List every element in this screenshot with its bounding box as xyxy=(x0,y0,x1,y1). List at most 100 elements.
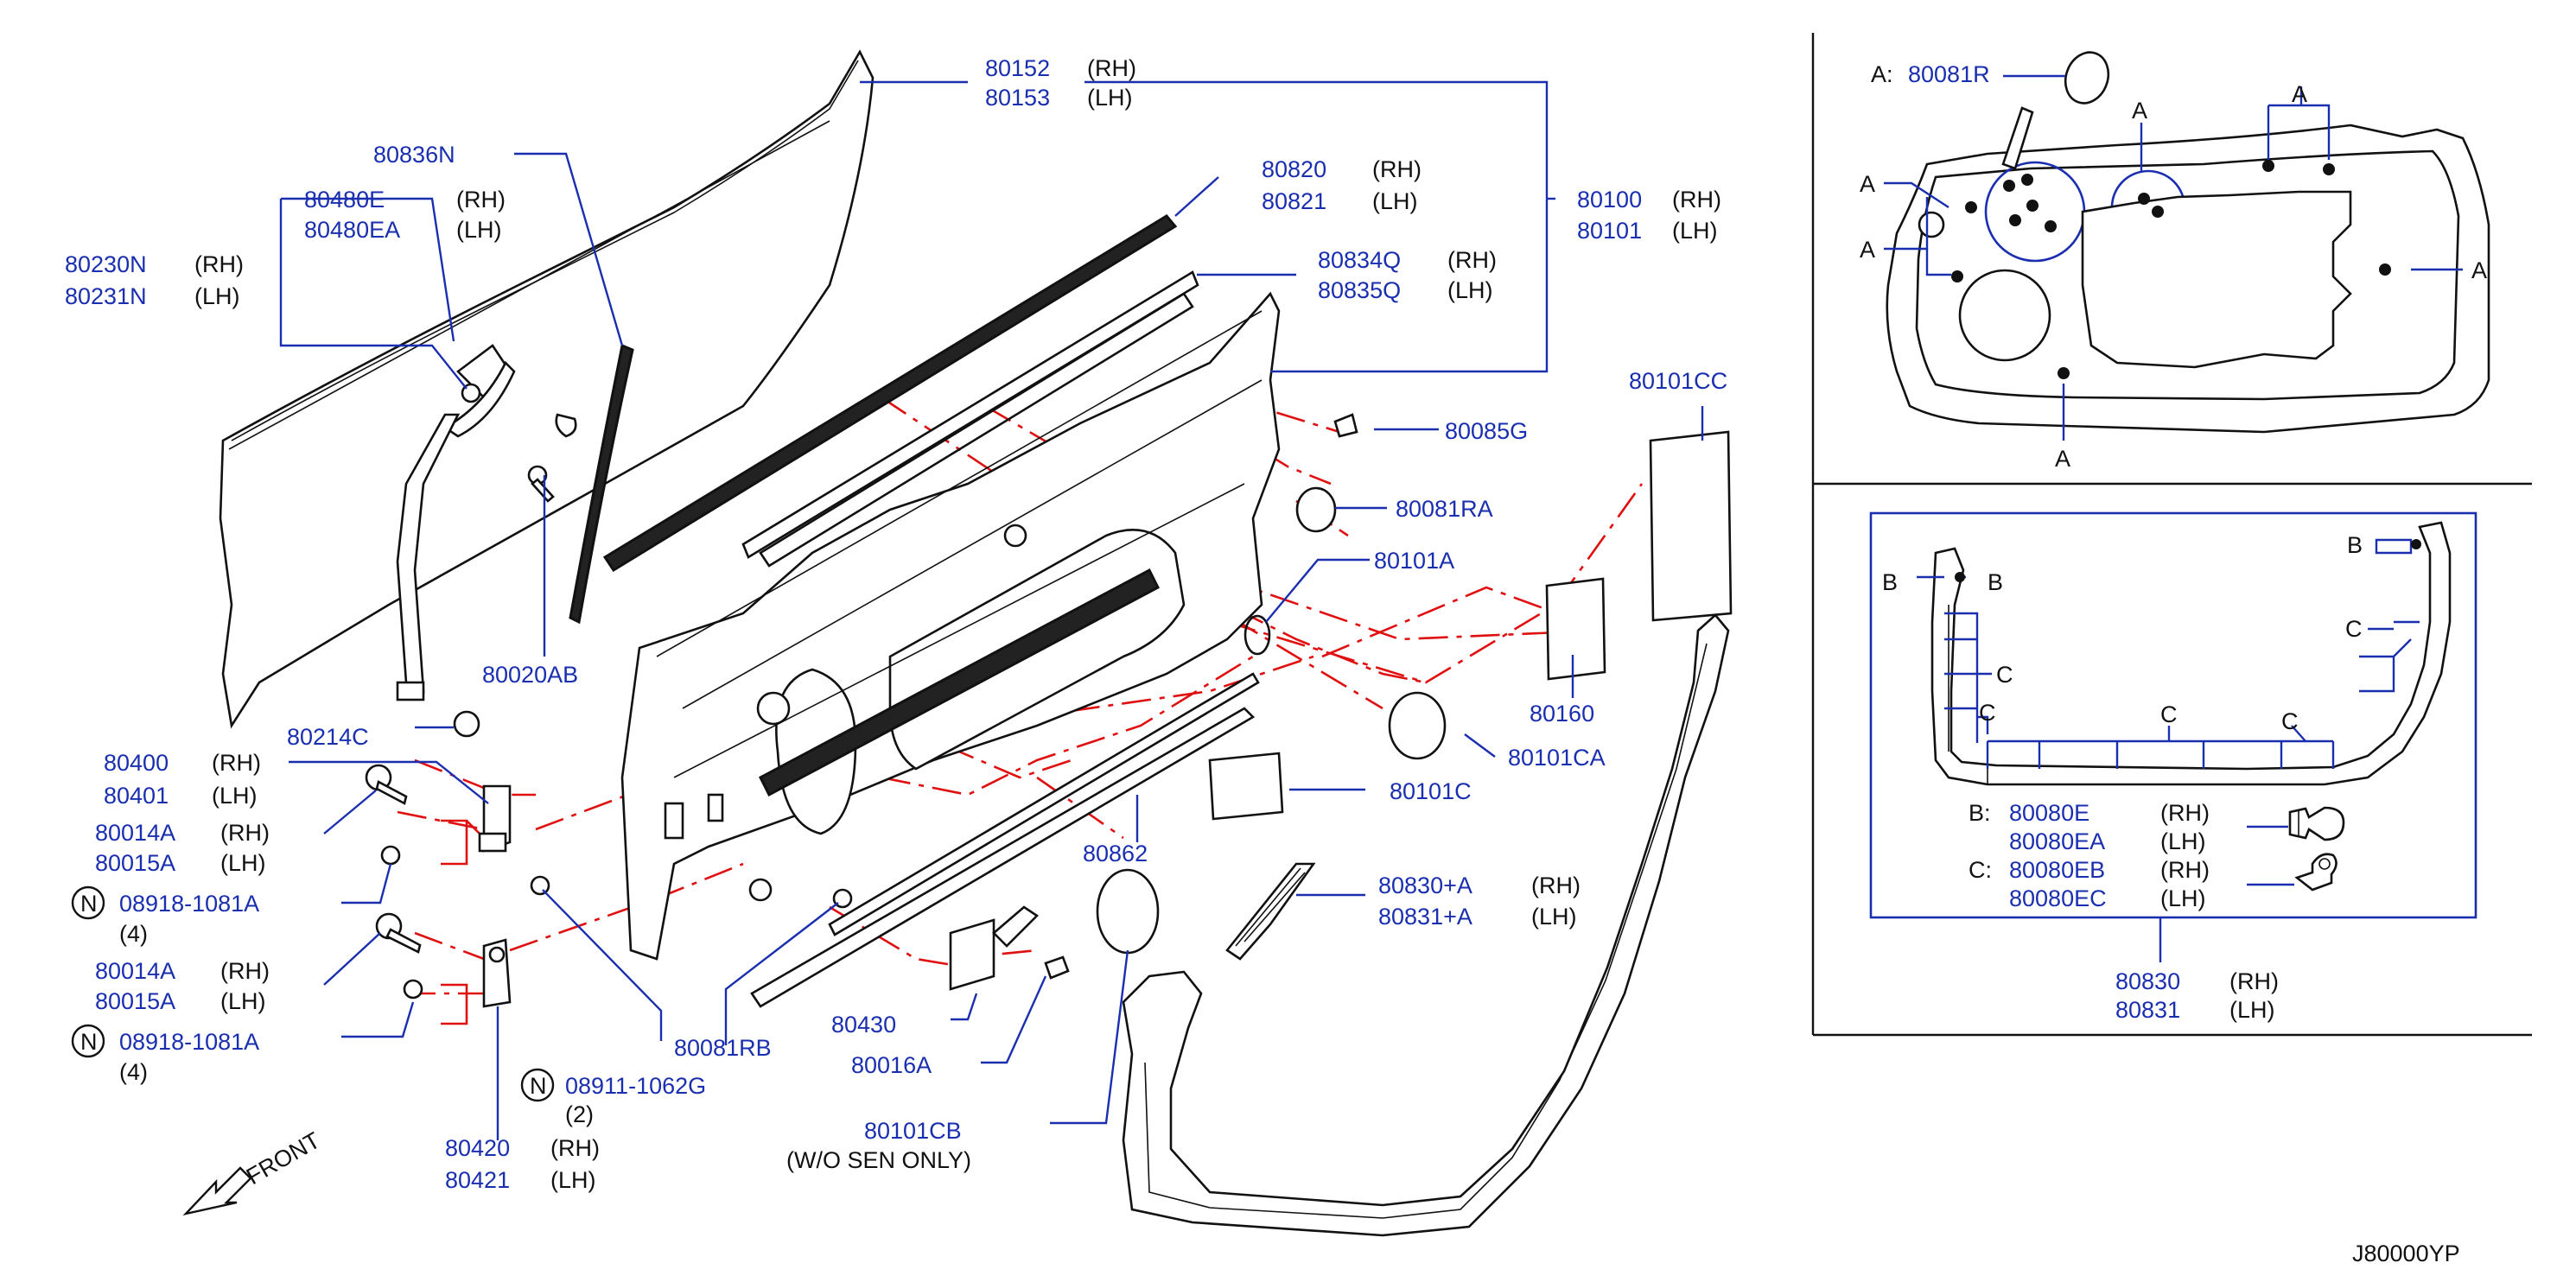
rh-80080EB: (RH) xyxy=(2160,857,2210,883)
clip-b-icon xyxy=(2288,806,2345,841)
part-80214C-label: 80214C xyxy=(287,724,369,750)
lh-80421: (LH) xyxy=(550,1167,596,1193)
wind-deflector xyxy=(1225,862,1316,961)
part-80862-label: 80862 xyxy=(1083,841,1148,866)
part-80101C-label: 80101C xyxy=(1390,778,1472,804)
clips-small xyxy=(555,413,1447,760)
part-80081RB-label: 80081RB xyxy=(674,1035,772,1061)
part-80831A-label: 80831+A xyxy=(1378,904,1472,930)
part-80081R-label: 80081R xyxy=(1908,61,1990,87)
rh-80100: (RH) xyxy=(1672,187,1721,213)
sealing-screens xyxy=(1096,430,1733,955)
callout-b-2: B xyxy=(1988,569,2003,595)
part-80400-label: 80400 xyxy=(104,750,169,776)
rh-80014A-2: (RH) xyxy=(220,958,270,984)
part-80015A-label-2: 80015A xyxy=(95,988,175,1014)
hinges xyxy=(478,784,512,1008)
lh-80101: (LH) xyxy=(1672,218,1718,244)
lh-80080EA: (LH) xyxy=(2160,828,2206,854)
part-80230N-label: 80230N xyxy=(65,251,147,277)
part-80101CB-label: 80101CB xyxy=(864,1118,962,1144)
part-80016A-label: 80016A xyxy=(851,1052,932,1078)
callout-b-1: B xyxy=(1882,569,1898,595)
callout-c-3: C xyxy=(1979,700,1996,726)
callout-b-3: B xyxy=(2347,532,2363,558)
inset-frames xyxy=(1811,33,2532,1037)
lh-80080EC: (LH) xyxy=(2160,885,2206,911)
lh-80831: (LH) xyxy=(2229,997,2275,1023)
part-08918-1081A-label-1: 08918-1081A xyxy=(119,891,259,917)
front-arrow-icon: FRONT xyxy=(182,1127,325,1216)
rh-80230N: (RH) xyxy=(194,251,244,277)
lh-80831A: (LH) xyxy=(1531,904,1577,930)
bolts xyxy=(365,465,1070,1000)
part-80152-label: 80152 xyxy=(985,55,1050,81)
callout-a-2: A xyxy=(1860,237,1875,263)
rh-80400: (RH) xyxy=(212,750,261,776)
c-key-letter: C: xyxy=(1969,857,1992,883)
inset-bc-text: B B B C C C C C B: 80080E (RH) 80080EA (… xyxy=(1882,532,2363,1023)
part-80835Q-label: 80835Q xyxy=(1318,277,1401,303)
svg-text:N: N xyxy=(80,1029,98,1055)
part-80401-label: 80401 xyxy=(104,783,169,809)
part-80100-label: 80100 xyxy=(1577,187,1642,213)
part-80430-label: 80430 xyxy=(831,1012,896,1038)
part-80101CA-label: 80101CA xyxy=(1508,745,1606,771)
part-80080EB-label: 80080EB xyxy=(2009,857,2105,883)
inset-a-key-letter: A: xyxy=(1871,61,1893,87)
outside-moulding xyxy=(750,672,1260,1008)
b-key-letter: B: xyxy=(1969,800,1991,826)
clip-c-icon xyxy=(2294,853,2337,892)
part-08918-1081A-label-2: 08918-1081A xyxy=(119,1029,259,1055)
outer-door-skin xyxy=(219,49,875,729)
lh-80821: (LH) xyxy=(1372,188,1418,214)
callout-a-1: A xyxy=(1860,171,1875,197)
wo-sen-note: (W/O SEN ONLY) xyxy=(786,1147,971,1173)
part-80080E-label: 80080E xyxy=(2009,800,2089,826)
part-80015A-label-1: 80015A xyxy=(95,850,175,876)
lh-80153: (LH) xyxy=(1087,85,1133,111)
rh-80820: (RH) xyxy=(1372,156,1422,182)
part-80080EA-label: 80080EA xyxy=(2009,828,2105,854)
lh-80231N: (LH) xyxy=(194,283,240,309)
rh-80480E: (RH) xyxy=(456,187,506,213)
rh-80830A: (RH) xyxy=(1531,873,1581,898)
n-mark-icon: N xyxy=(71,885,105,920)
callout-c-1: C xyxy=(2345,616,2363,642)
qty-08911: (2) xyxy=(565,1101,594,1127)
part-80080EC-label: 80080EC xyxy=(2009,885,2107,911)
part-80830A-label: 80830+A xyxy=(1378,873,1472,898)
part-80420-label: 80420 xyxy=(445,1135,510,1161)
lh-80401: (LH) xyxy=(212,783,258,809)
front-sash xyxy=(396,344,516,738)
part-08911-1062G-label: 08911-1062G xyxy=(565,1073,706,1099)
part-80101CC-label: 80101CC xyxy=(1629,368,1727,394)
diagram-code: J80000YP xyxy=(2352,1241,2460,1266)
qty-08918-2: (4) xyxy=(119,1059,148,1085)
rh-80420: (RH) xyxy=(550,1135,600,1161)
lh-80835Q: (LH) xyxy=(1447,277,1493,303)
callout-a-4: A xyxy=(2292,81,2307,107)
part-80480E-label: 80480E xyxy=(304,187,385,213)
n-mark-icon: N xyxy=(71,1024,105,1058)
part-80480EA-label: 80480EA xyxy=(304,217,400,243)
callout-c-4: C xyxy=(2160,701,2178,727)
part-80231N-label: 80231N xyxy=(65,283,147,309)
part-80830-label: 80830 xyxy=(2115,968,2180,994)
inset-a-text: A: 80081R A A A A A A xyxy=(1860,61,2487,472)
n-mark-icon: N xyxy=(520,1068,555,1102)
part-80820-label: 80820 xyxy=(1262,156,1326,182)
callout-a-6: A xyxy=(2055,446,2070,472)
part-80821-label: 80821 xyxy=(1262,188,1326,214)
part-80014A-label-1: 80014A xyxy=(95,820,175,846)
qty-08918-1: (4) xyxy=(119,921,148,947)
svg-text:N: N xyxy=(530,1073,547,1099)
part-80020AB-label: 80020AB xyxy=(482,662,578,688)
lh-80015A-2: (LH) xyxy=(220,988,266,1014)
rh-80834Q: (RH) xyxy=(1447,247,1497,273)
rh-80830: (RH) xyxy=(2229,968,2279,994)
callout-c-5: C xyxy=(2281,708,2299,734)
part-80014A-label-2: 80014A xyxy=(95,958,175,984)
callout-a-5: A xyxy=(2471,257,2487,283)
